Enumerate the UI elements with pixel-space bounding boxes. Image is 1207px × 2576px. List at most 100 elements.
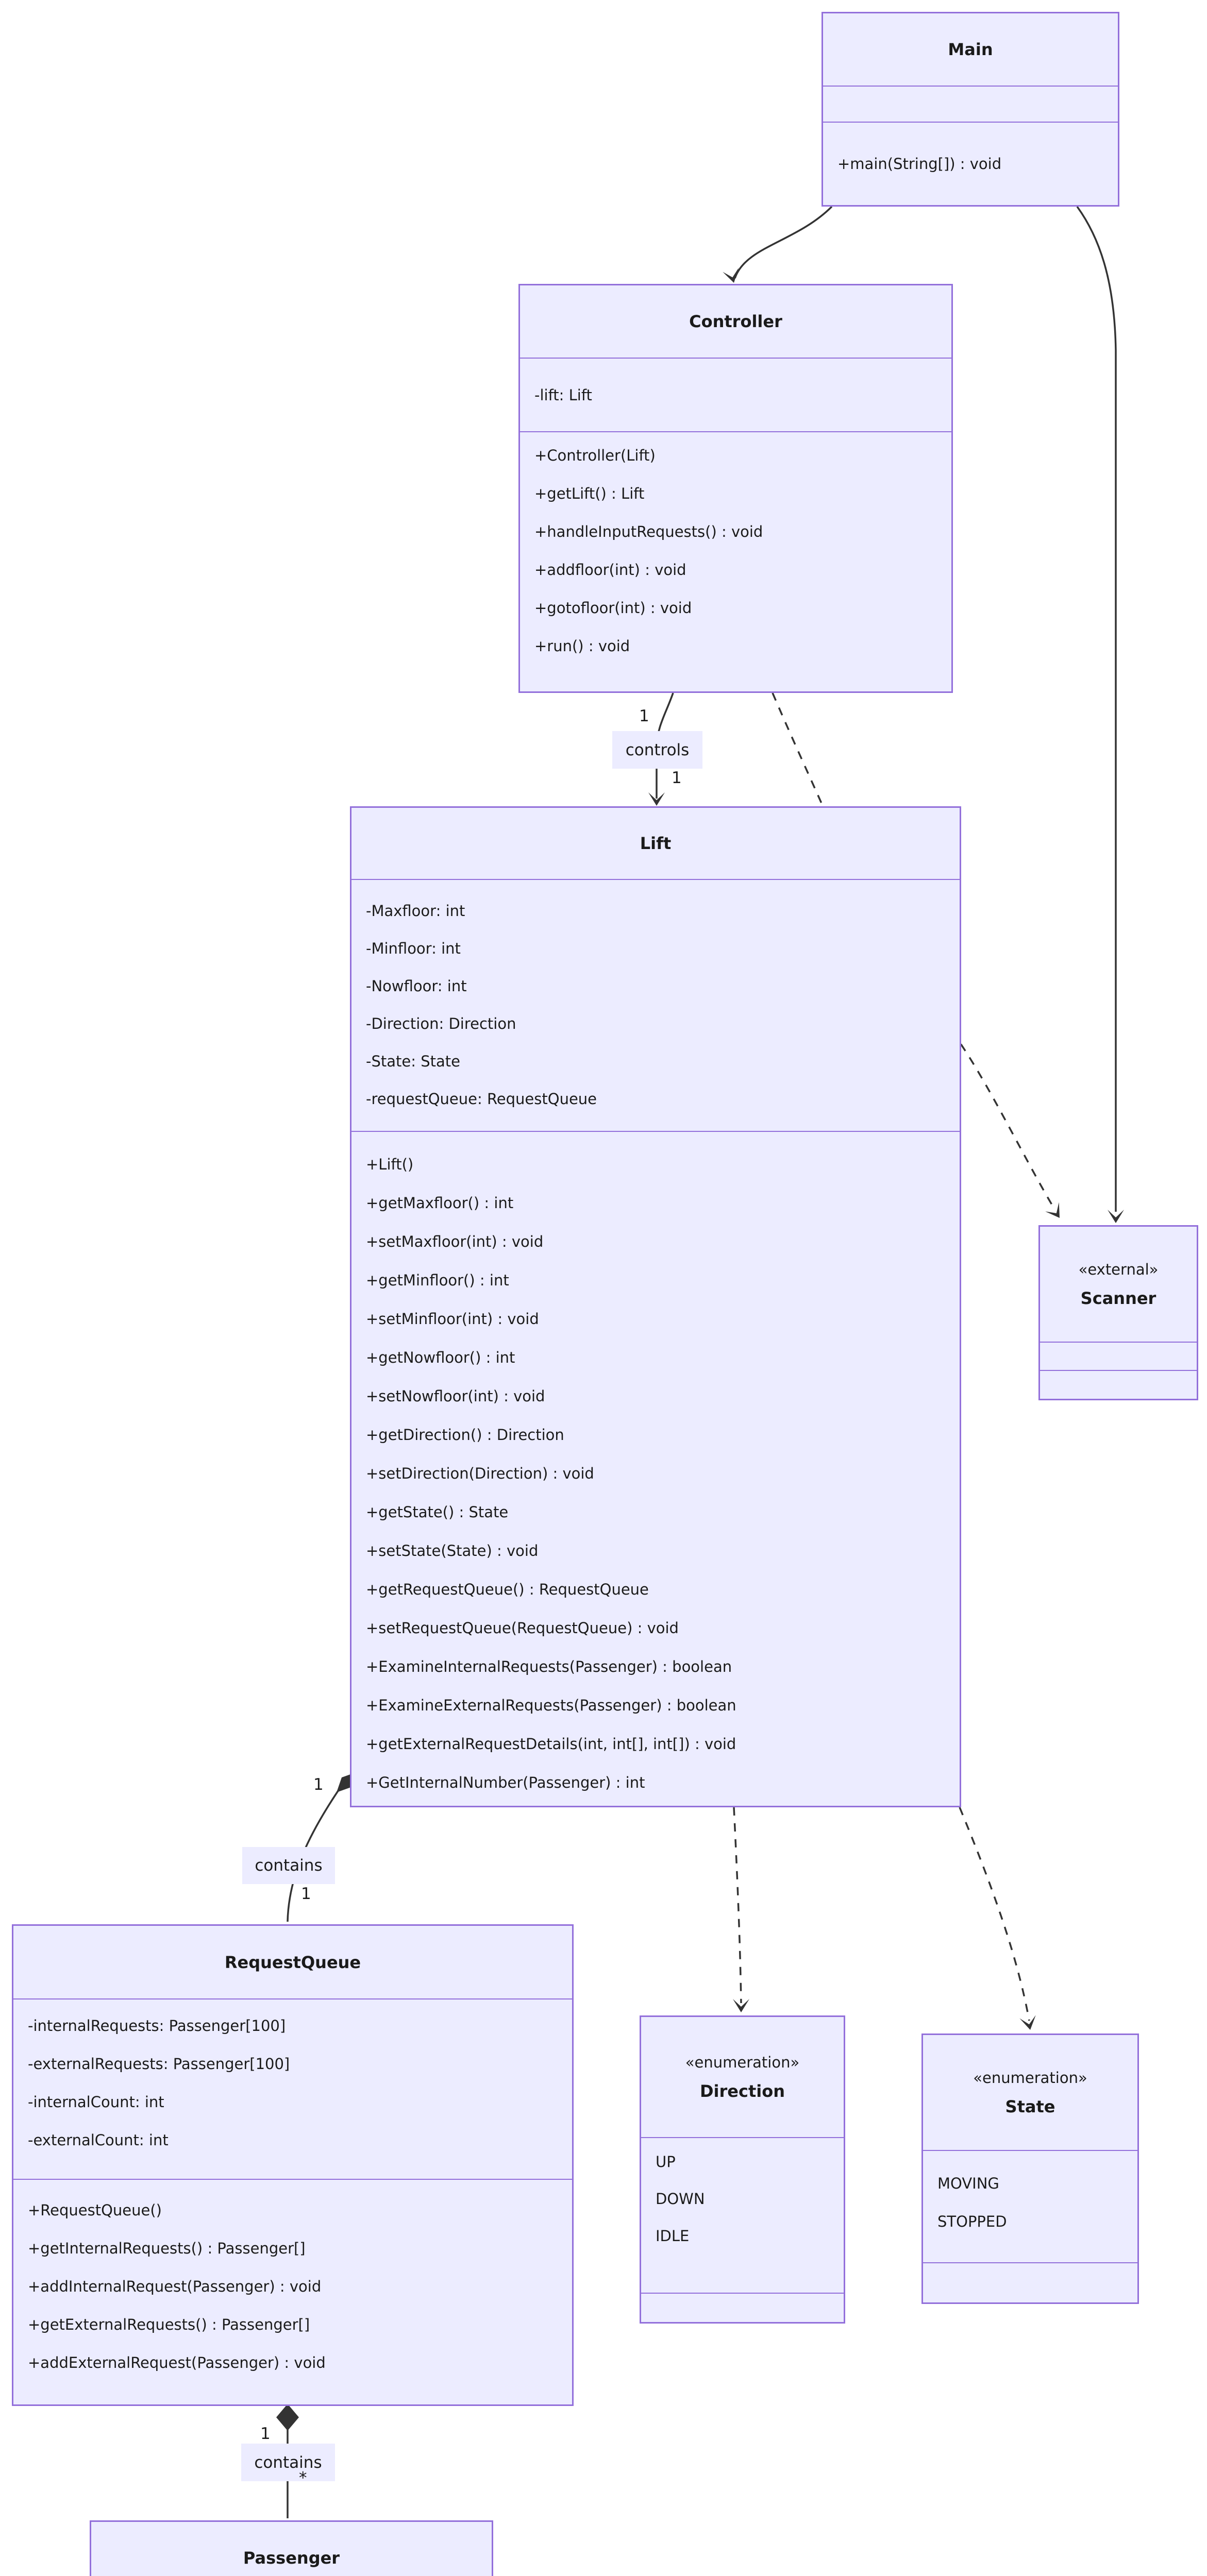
arrowhead-scanner-dashed bbox=[1045, 1202, 1060, 1218]
class-state-title: «enumeration» State bbox=[923, 2035, 1137, 2151]
edge-label-controls: controls bbox=[612, 731, 702, 769]
method: +ExamineInternalRequests(Passenger) : bo… bbox=[366, 1658, 732, 1675]
class-state-values: MOVING STOPPED bbox=[923, 2151, 1137, 2263]
method: +ExamineExternalRequests(Passenger) : bo… bbox=[366, 1697, 736, 1714]
enum-value: UP bbox=[656, 2153, 676, 2171]
multiplicity-contains1-source: 1 bbox=[313, 1775, 324, 1794]
attribute: -lift: Lift bbox=[534, 386, 592, 404]
class-passenger-title: Passenger bbox=[91, 2522, 492, 2576]
method: +Controller(Lift) bbox=[534, 447, 656, 464]
class-main-attributes-empty bbox=[823, 87, 1118, 123]
class-name: Direction bbox=[699, 2081, 785, 2101]
method: +addExternalRequest(Passenger) : void bbox=[28, 2354, 326, 2371]
class-scanner-title: «external» Scanner bbox=[1040, 1227, 1197, 1343]
method: +setState(State) : void bbox=[366, 1542, 539, 1560]
edge-label-text: controls bbox=[625, 740, 690, 759]
multiplicity-controls-source: 1 bbox=[639, 707, 649, 725]
method: +run() : void bbox=[534, 637, 630, 655]
attribute: -Maxfloor: int bbox=[366, 902, 465, 920]
attribute: -externalCount: int bbox=[28, 2131, 169, 2149]
class-requestqueue-title: RequestQueue bbox=[13, 1926, 572, 1999]
method: +gotofloor(int) : void bbox=[534, 599, 692, 617]
attribute: -Direction: Direction bbox=[366, 1015, 516, 1032]
edge-controller-scanner bbox=[772, 692, 1057, 1211]
attribute: -requestQueue: RequestQueue bbox=[366, 1090, 597, 1108]
attribute: -internalCount: int bbox=[28, 2093, 164, 2111]
class-main: Main +main(String[]) : void bbox=[822, 12, 1119, 207]
class-requestqueue: RequestQueue -internalRequests: Passenge… bbox=[12, 1924, 574, 2406]
method: +addInternalRequest(Passenger) : void bbox=[28, 2278, 322, 2295]
method: +getExternalRequests() : Passenger[] bbox=[28, 2316, 310, 2333]
class-name: Scanner bbox=[1080, 1288, 1156, 1308]
class-stereotype: «external» bbox=[1078, 1260, 1159, 1278]
class-lift-methods: +Lift() +getMaxfloor() : int +setMaxfloo… bbox=[351, 1132, 960, 1806]
class-name: State bbox=[1005, 2096, 1055, 2116]
attribute: -Minfloor: int bbox=[366, 940, 461, 957]
arrowhead-direction bbox=[733, 1999, 749, 2012]
edge-lift-state bbox=[959, 1807, 1030, 2021]
class-scanner-attributes-empty bbox=[1040, 1343, 1197, 1371]
method: +addfloor(int) : void bbox=[534, 561, 686, 579]
class-requestqueue-methods: +RequestQueue() +getInternalRequests() :… bbox=[13, 2180, 572, 2404]
method: +handleInputRequests() : void bbox=[534, 523, 763, 540]
arrowhead-lift bbox=[648, 792, 665, 806]
method: +getDirection() : Direction bbox=[366, 1426, 564, 1444]
class-controller: Controller -lift: Lift +Controller(Lift)… bbox=[518, 284, 953, 693]
method: +setDirection(Direction) : void bbox=[366, 1465, 594, 1482]
multiplicity-contains2-target: * bbox=[299, 2469, 307, 2487]
arrowhead-scanner-solid bbox=[1108, 1210, 1124, 1223]
method: +getState() : State bbox=[366, 1503, 509, 1521]
method: +getNowfloor() : int bbox=[366, 1349, 515, 1366]
method: +Lift() bbox=[366, 1156, 414, 1173]
class-direction: «enumeration» Direction UP DOWN IDLE bbox=[640, 2015, 845, 2324]
method: +getMinfloor() : int bbox=[366, 1272, 509, 1289]
class-name: RequestQueue bbox=[224, 1952, 361, 1972]
class-direction-values: UP DOWN IDLE bbox=[641, 2138, 844, 2294]
class-controller-attributes: -lift: Lift bbox=[520, 359, 951, 432]
enum-value: IDLE bbox=[656, 2227, 690, 2245]
class-requestqueue-attributes: -internalRequests: Passenger[100] -exter… bbox=[13, 1999, 572, 2180]
attribute: -Nowfloor: int bbox=[366, 977, 467, 995]
edge-lift-direction bbox=[733, 1807, 742, 2004]
attribute: -State: State bbox=[366, 1053, 460, 1070]
method: +getLift() : Lift bbox=[534, 485, 645, 502]
arrowhead-controller bbox=[723, 267, 739, 283]
attribute: -externalRequests: Passenger[100] bbox=[28, 2055, 290, 2073]
edge-label-contains-requestqueue-passenger: contains bbox=[241, 2444, 335, 2481]
class-passenger: Passenger -sourceFloor: int -destination… bbox=[90, 2520, 493, 2576]
edge-main-controller bbox=[734, 206, 833, 279]
class-name: Main bbox=[948, 40, 993, 59]
class-controller-methods: +Controller(Lift) +getLift() : Lift +han… bbox=[520, 432, 951, 691]
edge-main-scanner bbox=[1076, 206, 1117, 1212]
class-lift-attributes: -Maxfloor: int -Minfloor: int -Nowfloor:… bbox=[351, 880, 960, 1132]
class-name: Lift bbox=[640, 834, 672, 853]
class-scanner: «external» Scanner bbox=[1038, 1225, 1198, 1400]
composition-diamond-requestqueue bbox=[276, 2404, 299, 2431]
class-main-title: Main bbox=[823, 13, 1118, 87]
edge-label-text: contains bbox=[255, 1856, 323, 1875]
class-name: Passenger bbox=[243, 2548, 340, 2568]
arrowhead-state bbox=[1019, 2015, 1036, 2030]
method: +main(String[]) : void bbox=[837, 155, 1002, 173]
class-direction-methods-empty bbox=[641, 2294, 844, 2322]
method: +getMaxfloor() : int bbox=[366, 1194, 514, 1212]
method: +GetInternalNumber(Passenger) : int bbox=[366, 1774, 645, 1791]
class-lift-title: Lift bbox=[351, 808, 960, 880]
multiplicity-contains1-target: 1 bbox=[301, 1885, 311, 1903]
edge-label-text: contains bbox=[254, 2453, 322, 2472]
enum-value: DOWN bbox=[656, 2190, 705, 2208]
class-state: «enumeration» State MOVING STOPPED bbox=[921, 2033, 1139, 2304]
multiplicity-contains2-source: 1 bbox=[260, 2425, 271, 2443]
class-lift: Lift -Maxfloor: int -Minfloor: int -Nowf… bbox=[350, 806, 961, 1807]
class-main-methods: +main(String[]) : void bbox=[823, 123, 1118, 205]
class-stereotype: «enumeration» bbox=[685, 2053, 800, 2071]
method: +setNowfloor(int) : void bbox=[366, 1387, 545, 1405]
method: +RequestQueue() bbox=[28, 2201, 162, 2219]
method: +setRequestQueue(RequestQueue) : void bbox=[366, 1619, 679, 1637]
method: +setMinfloor(int) : void bbox=[366, 1310, 539, 1328]
method: +getExternalRequestDetails(int, int[], i… bbox=[366, 1735, 736, 1753]
multiplicity-controls-target: 1 bbox=[672, 769, 682, 787]
method: +setMaxfloor(int) : void bbox=[366, 1233, 544, 1250]
enum-value: MOVING bbox=[937, 2175, 999, 2192]
